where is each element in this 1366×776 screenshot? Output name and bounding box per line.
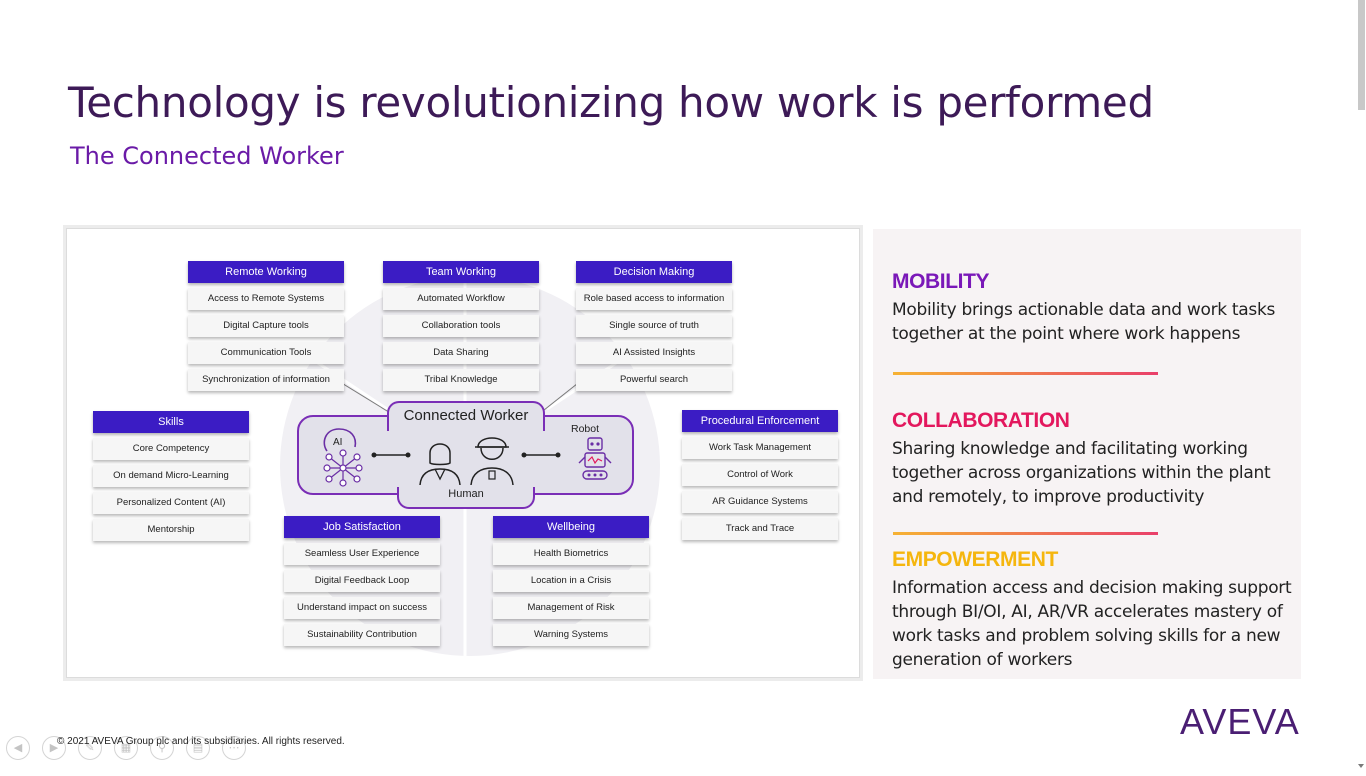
divider-2 bbox=[893, 532, 1158, 535]
category-item: Warning Systems bbox=[493, 624, 649, 646]
category-item: Mentorship bbox=[93, 519, 249, 541]
hub-robot-label: Robot bbox=[571, 423, 600, 435]
mobility-heading: MOBILITY bbox=[892, 270, 990, 293]
category-heading: Remote Working bbox=[188, 261, 344, 283]
zoom-icon[interactable]: ⚲ bbox=[150, 736, 174, 760]
empowerment-heading: EMPOWERMENT bbox=[892, 548, 1058, 571]
next-icon[interactable]: ▶ bbox=[42, 736, 66, 760]
category-item: Core Competency bbox=[93, 438, 249, 460]
hub-ai-label: AI bbox=[333, 437, 342, 448]
hub-human-label: Human bbox=[448, 488, 484, 500]
category-item: Digital Feedback Loop bbox=[284, 570, 440, 592]
category-item: Synchronization of information bbox=[188, 369, 344, 391]
slide-title: Technology is revolutionizing how work i… bbox=[68, 78, 1154, 127]
empowerment-text: Information access and decision making s… bbox=[892, 578, 1292, 670]
hub-bottom-tab bbox=[397, 487, 535, 509]
category-item: AI Assisted Insights bbox=[576, 342, 732, 364]
male-worker-hardhat-icon bbox=[467, 431, 517, 486]
category-item: Tribal Knowledge bbox=[383, 369, 539, 391]
category-heading: Wellbeing bbox=[493, 516, 649, 538]
collaboration-heading: COLLABORATION bbox=[892, 409, 1070, 432]
category-item: Track and Trace bbox=[682, 518, 838, 540]
copyright-notice: © 2021 AVEVA Group plc and its subsidiar… bbox=[57, 736, 345, 747]
category-item: Communication Tools bbox=[188, 342, 344, 364]
category-heading: Skills bbox=[93, 411, 249, 433]
category-heading: Decision Making bbox=[576, 261, 732, 283]
category-item: Digital Capture tools bbox=[188, 315, 344, 337]
category-heading: Team Working bbox=[383, 261, 539, 283]
robot-icon bbox=[577, 435, 613, 481]
category-heading: Job Satisfaction bbox=[284, 516, 440, 538]
slides-icon[interactable]: ▦ bbox=[114, 736, 138, 760]
category-item: Management of Risk bbox=[493, 597, 649, 619]
scroll-down-icon[interactable] bbox=[1356, 758, 1366, 768]
category-item: Control of Work bbox=[682, 464, 838, 486]
slideshow-toolbar: ◀ ▶ ✎ ▦ ⚲ ▤ ⋯ bbox=[6, 736, 246, 762]
category-item: Collaboration tools bbox=[383, 315, 539, 337]
category-heading: Procedural Enforcement bbox=[682, 410, 838, 432]
category-item: Work Task Management bbox=[682, 437, 838, 459]
category-item: Seamless User Experience bbox=[284, 543, 440, 565]
subtitles-icon[interactable]: ▤ bbox=[186, 736, 210, 760]
category-item: Role based access to information bbox=[576, 288, 732, 310]
hub-title: Connected Worker bbox=[403, 407, 529, 424]
category-item: Automated Workflow bbox=[383, 288, 539, 310]
category-item: Location in a Crisis bbox=[493, 570, 649, 592]
previous-icon[interactable]: ◀ bbox=[6, 736, 30, 760]
category-item: Powerful search bbox=[576, 369, 732, 391]
category-item: Single source of truth bbox=[576, 315, 732, 337]
category-item: Access to Remote Systems bbox=[188, 288, 344, 310]
category-item: Understand impact on success bbox=[284, 597, 440, 619]
category-item: Sustainability Contribution bbox=[284, 624, 440, 646]
ai-brain-icon: AI bbox=[319, 425, 369, 487]
more-icon[interactable]: ⋯ bbox=[222, 736, 246, 760]
female-worker-icon bbox=[417, 433, 463, 486]
svg-text:AVEVA: AVEVA bbox=[1180, 701, 1300, 740]
category-item: Personalized Content (AI) bbox=[93, 492, 249, 514]
aveva-logo: AVEVA bbox=[1180, 700, 1310, 742]
hub-title-tab bbox=[387, 401, 545, 431]
connector-human-robot-icon bbox=[521, 452, 561, 458]
mobility-text: Mobility brings actionable data and work… bbox=[892, 300, 1276, 344]
pen-icon[interactable]: ✎ bbox=[78, 736, 102, 760]
slide-subtitle: The Connected Worker bbox=[70, 142, 344, 170]
scroll-thumb[interactable] bbox=[1358, 0, 1365, 110]
collaboration-text: Sharing knowledge and facilitating worki… bbox=[892, 439, 1271, 507]
category-item: AR Guidance Systems bbox=[682, 491, 838, 513]
connector-ai-human-icon bbox=[371, 452, 411, 458]
scrollbar[interactable] bbox=[1356, 0, 1366, 768]
category-item: Health Biometrics bbox=[493, 543, 649, 565]
category-item: On demand Micro-Learning bbox=[93, 465, 249, 487]
benefits-panel bbox=[873, 229, 1301, 679]
category-item: Data Sharing bbox=[383, 342, 539, 364]
divider-1 bbox=[893, 372, 1158, 375]
